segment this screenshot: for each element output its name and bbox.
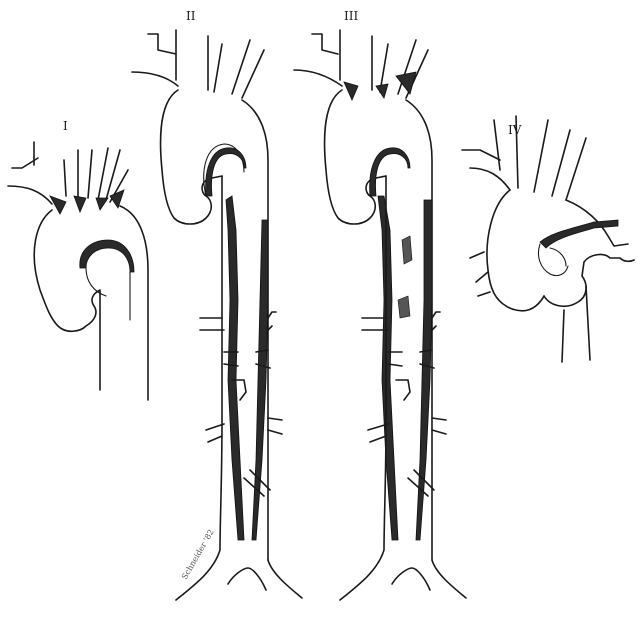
- vessel-branch: [132, 72, 178, 86]
- vessel-branch: [494, 120, 500, 170]
- label-type-1: I: [63, 119, 68, 133]
- artist-signature: Schneider '82: [180, 528, 216, 581]
- iliac-right: [268, 560, 302, 598]
- vessel-branch: [242, 50, 264, 98]
- vessel-branch: [148, 34, 176, 54]
- aorta-outline-right: [120, 206, 148, 400]
- intimal-flap: [550, 248, 566, 266]
- aorta-type-1: I: [8, 119, 148, 400]
- descending-aorta: [562, 286, 590, 362]
- aorta-outline: [34, 210, 100, 390]
- vessel-branch: [462, 150, 500, 160]
- false-lumen-descending-left: [378, 196, 398, 540]
- label-type-2: II: [186, 9, 196, 23]
- false-lumen-arch: [206, 148, 246, 196]
- false-lumen-descending-left: [226, 196, 244, 540]
- vessel-branch: [566, 138, 586, 200]
- vessel-branch: [294, 70, 342, 86]
- bifurcation: [392, 568, 430, 590]
- dissection-branches: [344, 72, 416, 100]
- aorta-outline-left-descending: [340, 176, 386, 600]
- vessel-branch: [214, 44, 222, 92]
- vessel-branch: [312, 34, 338, 54]
- label-type-3: III: [344, 9, 358, 23]
- vessel-branch: [88, 150, 92, 198]
- false-lumen: [80, 240, 134, 272]
- label-type-4: IV: [508, 123, 522, 137]
- aorta-outline: [487, 190, 544, 311]
- vessel-branch: [552, 130, 570, 196]
- aorta-type-4: IV: [462, 116, 634, 362]
- vessel-branch: [98, 148, 108, 200]
- false-lumen-arch: [370, 148, 410, 196]
- vessel-branch: [470, 168, 510, 190]
- aorta-outline-left-descending: [176, 176, 222, 600]
- dissection-patch: [398, 236, 412, 318]
- iliac-right: [432, 560, 466, 598]
- lumbar-branches: [368, 418, 446, 442]
- vessel-branch: [64, 160, 66, 196]
- branch-vessel: [396, 380, 410, 400]
- bifurcation: [228, 568, 266, 590]
- vessel-branch: [534, 120, 548, 192]
- aorta-type-2: II Schneider '82: [132, 9, 302, 600]
- lumbar-branches: [206, 418, 282, 442]
- aneurysm-outline: [544, 255, 634, 307]
- dissection-branches: [50, 190, 124, 214]
- aorta-type-3: III: [294, 9, 466, 600]
- vessel-branch: [8, 186, 52, 204]
- false-lumen-descending-right: [416, 200, 432, 540]
